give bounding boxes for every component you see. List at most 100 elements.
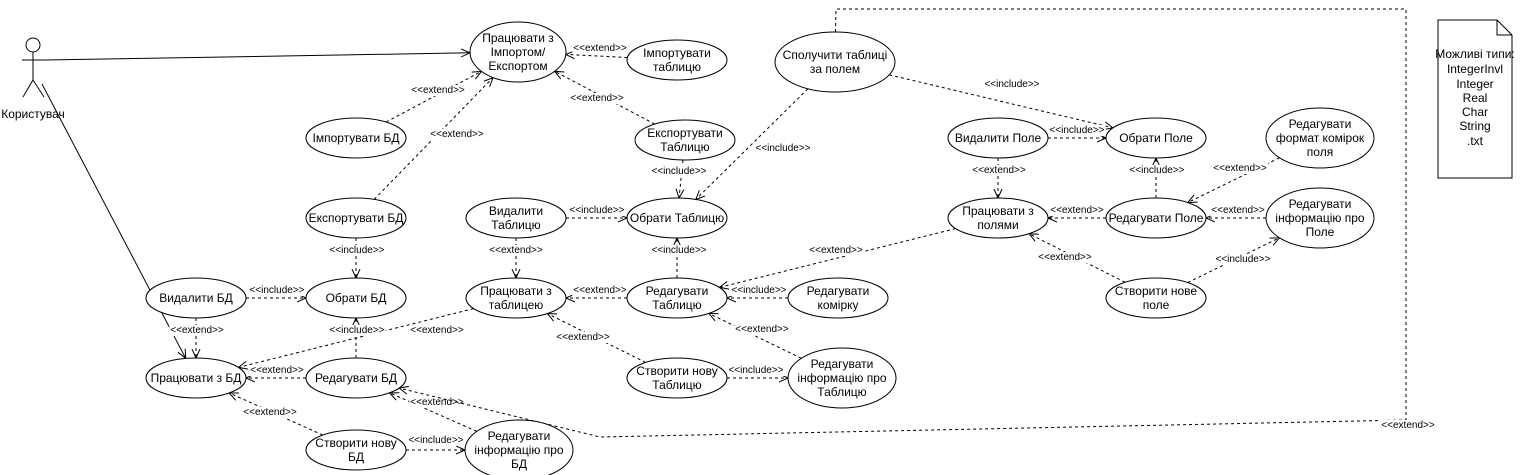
use-case-ellipse [626,357,728,399]
extend-label: <<extend>> [556,332,610,343]
use-case-label: Редагувати [811,357,874,371]
relationship-label-background [429,129,485,140]
include-label: <<include>> [249,285,304,296]
note-line: String [1459,119,1490,133]
use-case-delete-field[interactable]: Видалити Поле [947,117,1049,159]
use-case-label: Редагувати БД [315,371,397,385]
actor-user[interactable]: Користувач [1,37,65,121]
extend-relationship [390,393,477,432]
extend-relationship [566,54,628,57]
use-case-label: Видалити БД [159,291,233,305]
use-case-label: інформацію про [797,371,886,385]
extend-label: <<extend>> [809,245,863,256]
use-case-ellipse [626,197,728,239]
extend-label: <<extend>> [430,129,484,140]
relationship-label-background [249,365,305,376]
note-line: Integer [1456,77,1493,91]
use-case-label: Таблицю [491,218,540,232]
include-relationship [696,88,809,200]
use-case-import-db[interactable]: Імпортувати БД [305,117,407,159]
use-case-ellipse [947,197,1049,239]
extend-label: <<extend>> [573,285,627,296]
use-case-label: Працювати з [962,204,1034,218]
use-case-edit-db[interactable]: Редагувати БД [305,357,407,399]
relationships: <<extend>> <<extend>> <<extend>> <<extend>>… [41,8,1436,450]
use-case-select-table[interactable]: Обрати Таблицю [626,197,728,239]
use-case-ellipse [1105,197,1207,239]
relationship-label-background [555,332,611,343]
extend-label: <<extend>> [1050,205,1104,216]
use-case-label: Обрати Таблицю [630,211,724,225]
use-case-ellipse [774,31,896,93]
use-case-label: Експортувати БД [309,211,404,225]
relationship-label-background [650,166,708,177]
use-case-ellipse [1265,187,1375,249]
relationship-label-background [1380,420,1436,431]
note-line: Можливі типи: [1435,47,1515,61]
include-label: <<include>> [731,285,786,296]
relationship-label-background [568,205,626,216]
use-cases: Працювати зІмпортом/ЕкспортомІмпортувати… [145,21,1375,475]
use-case-ellipse [145,357,247,399]
relationship-label-background [407,435,465,446]
use-case-ellipse [1105,277,1207,319]
types-note: Можливі типи: IntegerInvl Integer Real C… [1435,19,1515,179]
use-case-ellipse [464,419,574,475]
include-label: <<include>> [651,245,706,256]
relationship-label-background [971,165,1027,176]
use-case-edit-field[interactable]: Редагувати Поле [1105,197,1207,239]
include-label: <<include>> [984,79,1039,90]
use-case-label: БД [511,457,527,471]
actor-association [41,83,186,358]
use-case-ellipse [626,39,728,81]
use-case-work-db[interactable]: Працювати з БД [145,357,247,399]
use-case-ellipse [465,277,567,319]
use-case-label: Редагувати [807,284,870,298]
use-case-ellipse [305,429,407,471]
extend-label: <<extend>> [570,93,624,104]
use-case-delete-db[interactable]: Видалити БД [145,277,247,319]
use-case-ellipse [469,21,567,83]
use-case-label: формат комірок [1276,131,1365,145]
use-case-label: Створити нову [636,364,717,378]
extend-label: <<extend>> [489,245,543,256]
relationship-label-background [1128,165,1186,176]
use-case-label: Обрати БД [326,291,387,305]
relationship-label-background [572,285,628,296]
use-case-label: БД [348,450,364,464]
use-case-label: полями [977,218,1018,232]
use-case-label: за полем [810,62,860,76]
relationship-label-background [1049,205,1105,216]
use-case-label: Імпортувати БД [313,131,400,145]
use-case-export-db[interactable]: Експортувати БД [305,197,407,239]
include-relationship [889,74,1113,128]
use-case-select-db[interactable]: Обрати БД [305,277,407,319]
use-case-ellipse [787,277,889,319]
extend-label: <<extend>> [170,325,224,336]
use-case-label: Експортом [488,59,547,73]
use-case-label: Працювати з [482,31,554,45]
use-case-ellipse [947,117,1049,159]
use-case-select-field[interactable]: Обрати Поле [1105,117,1207,159]
use-case-ellipse [1105,117,1207,159]
relationship-label-background [572,43,628,54]
use-case-label: Імпортувати [643,46,711,60]
use-case-label: Обрати Поле [1119,131,1193,145]
extend-label: <<extend>> [411,85,465,96]
